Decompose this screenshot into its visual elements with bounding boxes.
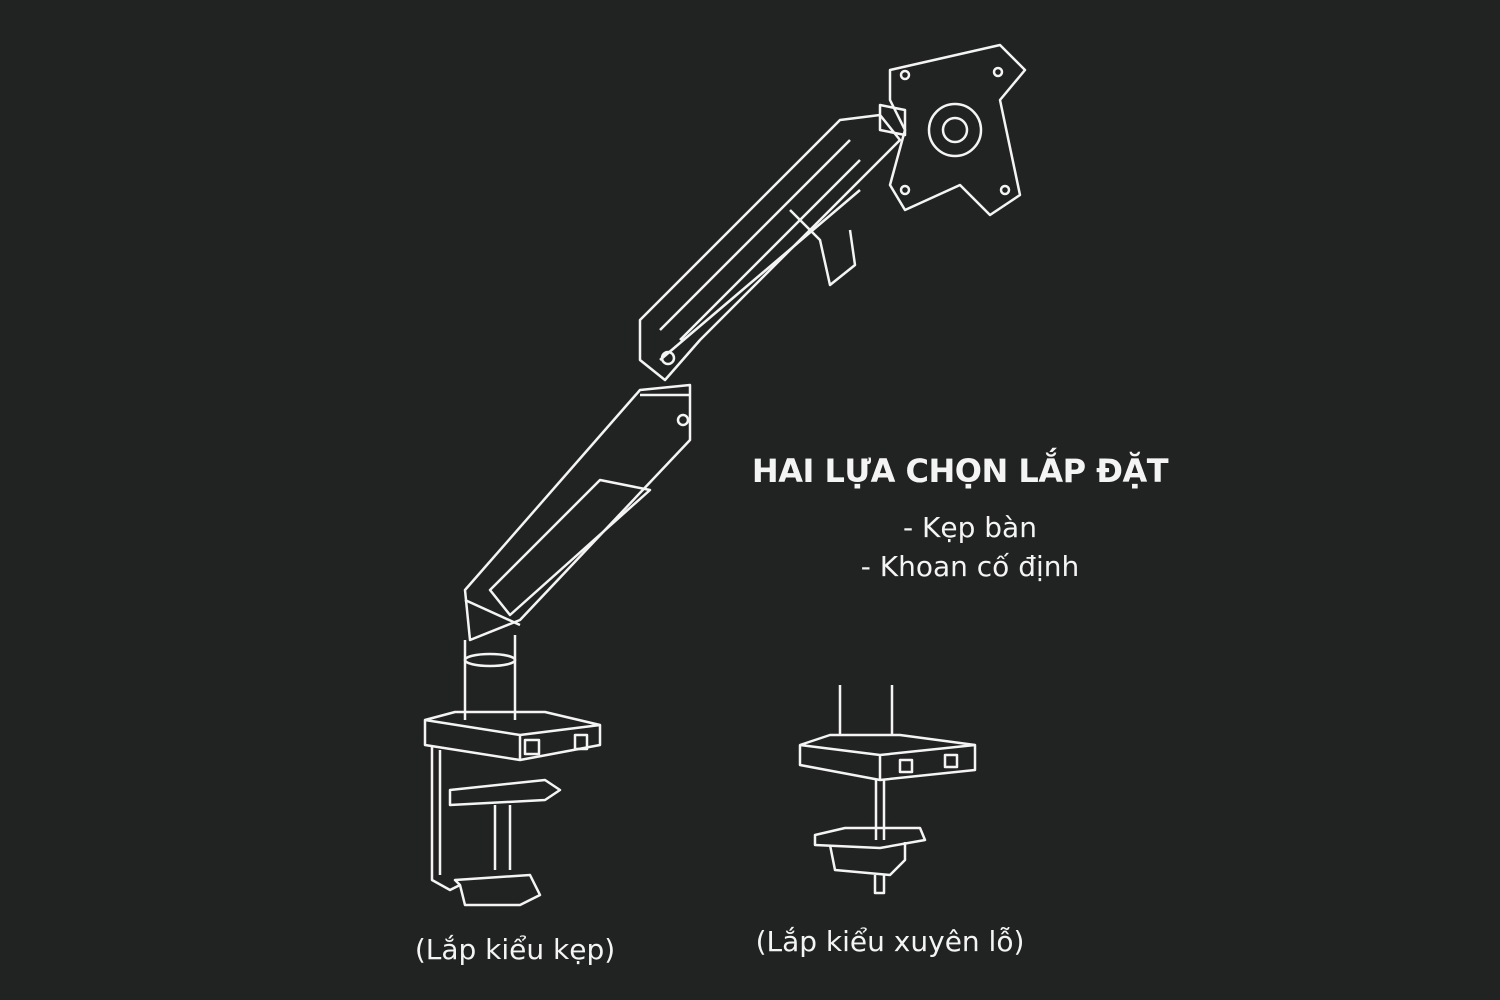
heading: HAI LỰA CHỌN LẮP ĐẶT — [751, 452, 1169, 490]
option-drill: - Khoan cố định — [860, 550, 1080, 583]
option-clamp: - Kẹp bàn — [903, 511, 1037, 544]
pole — [463, 635, 517, 720]
caption-grommet: (Lắp kiểu xuyên lỗ) — [755, 925, 1025, 958]
lower-arm — [463, 383, 692, 642]
vesa-plate — [888, 43, 1027, 217]
caption-clamp: (Lắp kiểu kẹp) — [414, 933, 616, 966]
clamp-mount — [423, 710, 602, 907]
upper-arm — [638, 103, 907, 382]
grommet-mount — [798, 685, 977, 895]
